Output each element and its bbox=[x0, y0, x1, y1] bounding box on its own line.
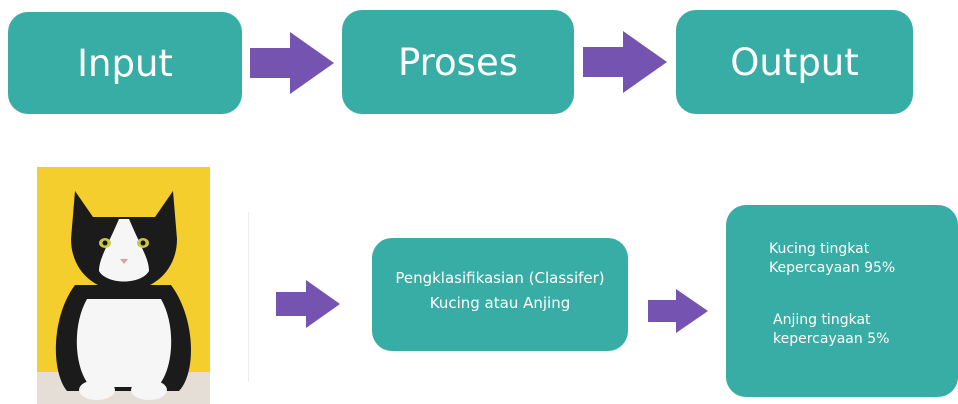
result-dog-line2: kepercayaan 5% bbox=[773, 331, 890, 347]
result-dog-line1: Anjing tingkat bbox=[773, 312, 871, 328]
result-cat-line1: Kucing tingkat bbox=[769, 241, 870, 257]
arrow-right-icon bbox=[250, 32, 334, 94]
process-label: Proses bbox=[397, 40, 518, 84]
input-box: Input bbox=[8, 12, 242, 114]
classifier-subtitle: Kucing atau Anjing bbox=[429, 294, 571, 312]
result-cat-line2: Kepercayaan 95% bbox=[769, 260, 896, 276]
output-box: Output bbox=[676, 10, 913, 114]
result-box: Kucing tingkat Kepercayaan 95% Anjing ti… bbox=[726, 205, 958, 397]
process-box: Proses bbox=[342, 10, 574, 114]
arrow-right-icon bbox=[583, 31, 667, 93]
divider bbox=[248, 212, 249, 382]
classifier-box: Pengklasifikasian (Classifer) Kucing ata… bbox=[372, 238, 628, 351]
output-label: Output bbox=[730, 40, 859, 84]
arrow-right-icon bbox=[648, 289, 708, 333]
arrow-right-icon bbox=[276, 280, 340, 328]
input-label: Input bbox=[77, 41, 173, 85]
classifier-title: Pengklasifikasian (Classifer) bbox=[395, 269, 605, 287]
cat-photo bbox=[37, 167, 210, 404]
